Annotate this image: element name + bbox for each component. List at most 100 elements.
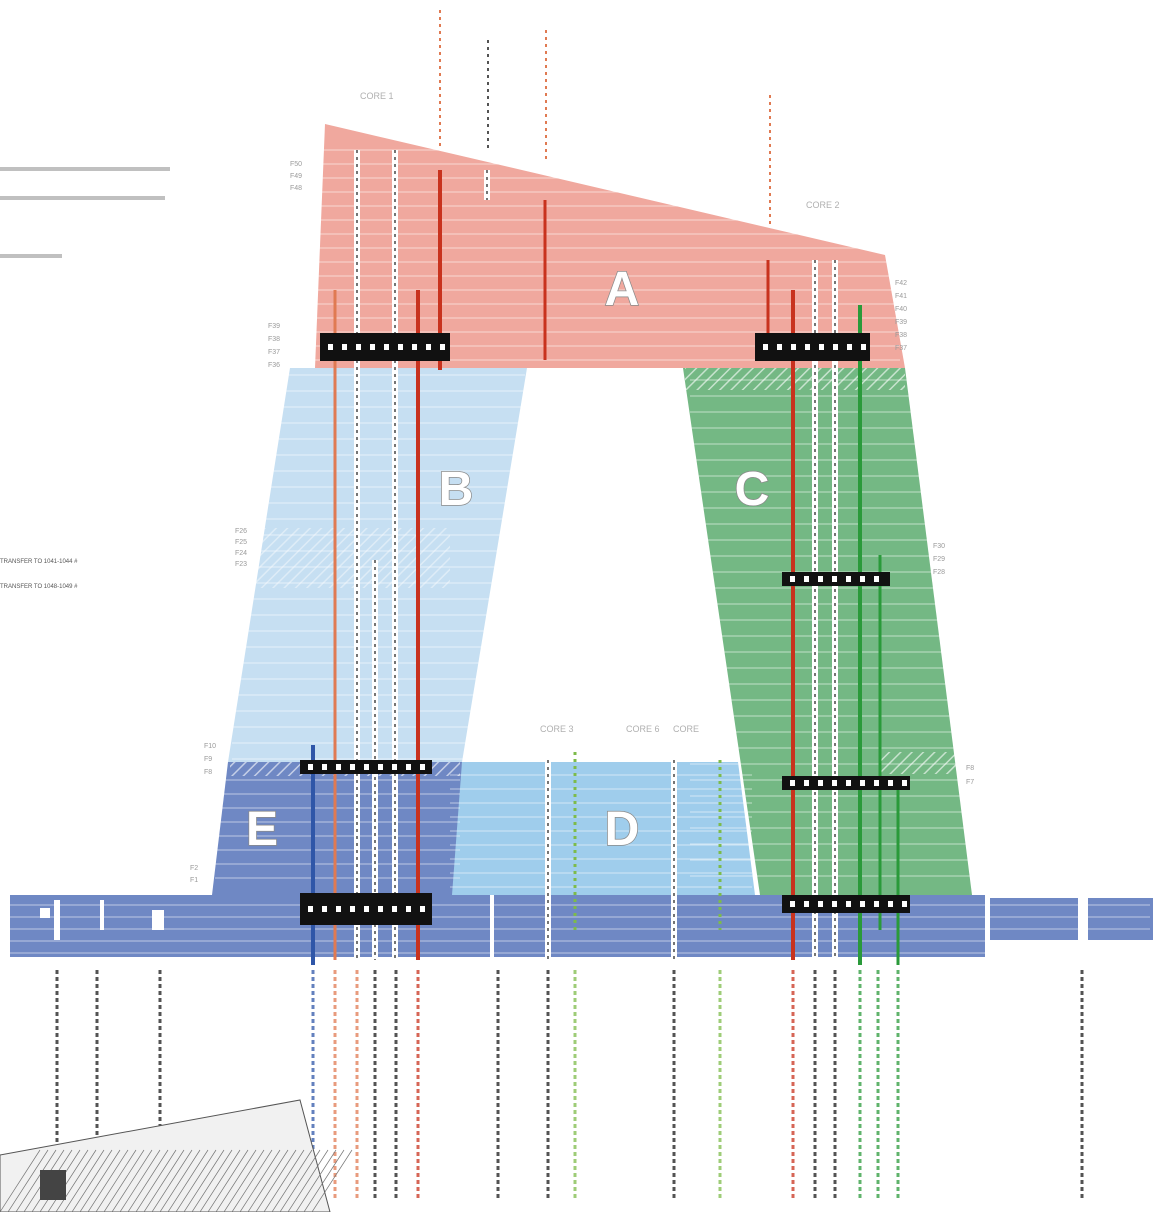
core-label-6: CORE 6 xyxy=(626,724,660,734)
photo-hatch-line xyxy=(167,1149,209,1212)
block-d xyxy=(445,762,755,895)
block-label-d: D xyxy=(605,803,640,856)
floor-label: F2 xyxy=(190,865,198,872)
floor-label: F9 xyxy=(204,756,212,763)
photo-hatch-line xyxy=(183,1149,225,1212)
floor-label: F8 xyxy=(966,765,974,772)
floor-label: F7 xyxy=(966,779,974,786)
floor-label: F40 xyxy=(895,306,907,313)
transfer-station-c-mid xyxy=(782,572,890,586)
block-label-c: C xyxy=(735,463,770,516)
floor-label: F8 xyxy=(204,769,212,776)
core-label-1: CORE 1 xyxy=(360,91,394,101)
photo-hatch-line xyxy=(199,1149,241,1212)
core-label-core: CORE xyxy=(673,724,699,734)
floor-label: F42 xyxy=(895,280,907,287)
photo-hatch-line xyxy=(279,1149,321,1212)
photo-hatch-line xyxy=(159,1149,201,1212)
bottom-labels xyxy=(55,970,1084,1198)
photo-hatch-line xyxy=(207,1149,249,1212)
block-label-b: B xyxy=(439,463,474,516)
photo-hatch-line xyxy=(95,1149,137,1212)
photo-hatch-line xyxy=(103,1149,145,1212)
transfer-station-base-left xyxy=(300,893,432,925)
transfer-stations xyxy=(300,333,910,925)
bottom-label-mark xyxy=(896,970,900,1198)
bottom-label-mark xyxy=(416,970,420,1198)
bottom-label-mark xyxy=(394,970,398,1198)
photo-hatch-line xyxy=(255,1149,297,1212)
block-e xyxy=(212,762,462,895)
floor-label: F36 xyxy=(268,362,280,369)
floor-label: F30 xyxy=(933,543,945,550)
bottom-label-mark xyxy=(813,970,817,1198)
block-a xyxy=(315,124,905,368)
floor-label: F41 xyxy=(895,293,907,300)
photo-hatch-line xyxy=(111,1149,153,1212)
floor-label: F10 xyxy=(204,743,216,750)
floor-label: F38 xyxy=(268,336,280,343)
floor-label: F23 xyxy=(235,561,247,568)
photo-hatch-line xyxy=(119,1149,161,1212)
core-label-3: CORE 3 xyxy=(540,724,574,734)
floor-label: F37 xyxy=(895,345,907,352)
photo-hatch-line xyxy=(191,1149,233,1212)
photo-hatch-line xyxy=(271,1149,313,1212)
bottom-label-mark xyxy=(373,970,377,1198)
floor-label: F37 xyxy=(268,349,280,356)
transfer-station-base-right xyxy=(782,895,910,913)
floor-label: F48 xyxy=(290,185,302,192)
transfer-station-a-right xyxy=(755,333,870,361)
transfer-station-e-top xyxy=(300,760,432,774)
note-transfer-2: TRANSFER TO 1048-1049 # xyxy=(0,584,78,590)
photo-hatch-line xyxy=(7,1149,49,1212)
floor-label: F39 xyxy=(268,323,280,330)
photo-hatch-line xyxy=(127,1149,169,1212)
base-strip xyxy=(10,895,1153,957)
photo-hatch-line xyxy=(151,1149,193,1212)
photo-hatch-line xyxy=(47,1149,89,1212)
floor-label: F29 xyxy=(933,556,945,563)
photo-hatch-line xyxy=(231,1149,273,1212)
photo-hatch-line xyxy=(215,1149,257,1212)
photo-hatch-line xyxy=(175,1149,217,1212)
photo-hatch-line xyxy=(295,1149,337,1212)
bottom-label-mark xyxy=(833,970,837,1198)
photo-hatch-line xyxy=(247,1149,289,1212)
photo-hatch-line xyxy=(63,1149,105,1212)
photo-hatch-line xyxy=(287,1149,329,1212)
photo-hatch-line xyxy=(311,1149,353,1212)
note-transfer-1: TRANSFER TO 1041-1044 # xyxy=(0,559,78,565)
photo-hatch-line xyxy=(223,1149,265,1212)
photo-hatch-line xyxy=(87,1149,129,1212)
photo-hatch-line xyxy=(0,1149,41,1212)
floor-label: F38 xyxy=(895,332,907,339)
bottom-label-mark xyxy=(1080,970,1084,1198)
block-label-e: E xyxy=(246,803,278,856)
bottom-label-mark xyxy=(791,970,795,1198)
bottom-label-mark xyxy=(546,970,550,1198)
bottom-label-mark xyxy=(672,970,676,1198)
bottom-label-mark xyxy=(496,970,500,1198)
transfer-station-a-left xyxy=(320,333,450,361)
floor-label: F24 xyxy=(235,550,247,557)
photo-hatch-line xyxy=(79,1149,121,1212)
bottom-label-mark xyxy=(718,970,722,1198)
bottom-label-mark xyxy=(333,970,337,1198)
floor-label: F39 xyxy=(895,319,907,326)
floor-label: F26 xyxy=(235,528,247,535)
floor-label: F28 xyxy=(933,569,945,576)
elevator-lines xyxy=(54,10,1082,965)
bottom-label-mark xyxy=(573,970,577,1198)
photo-hatch-line xyxy=(55,1149,97,1212)
photo-hatch-line xyxy=(143,1149,185,1212)
floor-labels: F50F49F48F39F38F37F36F42F41F40F39F38F37F… xyxy=(190,161,974,884)
photo-hatch-line xyxy=(239,1149,281,1212)
floor-label: F25 xyxy=(235,539,247,546)
floor-label: F50 xyxy=(290,161,302,168)
core-label-2: CORE 2 xyxy=(806,200,840,210)
photo-hatch-line xyxy=(71,1149,113,1212)
block-label-a: A xyxy=(605,263,640,316)
photo-hatch-line xyxy=(263,1149,305,1212)
